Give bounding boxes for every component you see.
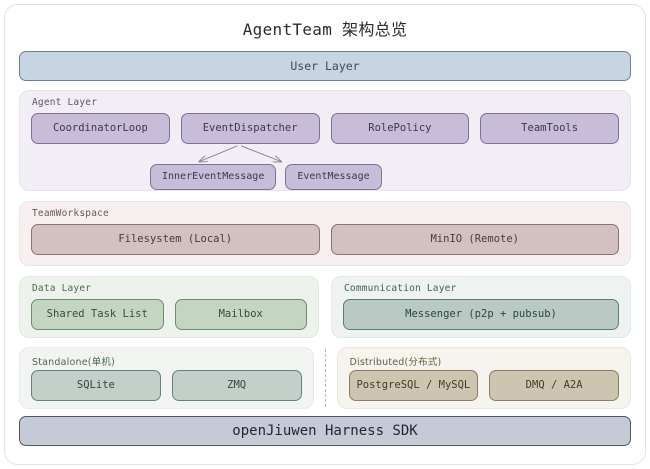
node-postgresql-mysql[interactable]: PostgreSQL / MySQL [348, 370, 479, 401]
agent-layer-title: Agent Layer [32, 97, 98, 108]
data-layer-nodes-row: Shared Task List Mailbox [20, 299, 318, 330]
diagram-frame: AgentTeam 架构总览 User Layer Agent Layer Co… [4, 4, 646, 465]
node-messenger[interactable]: Messenger (p2p + pubsub) [343, 299, 619, 330]
node-label: ZMQ [227, 379, 247, 391]
node-label: Mailbox [218, 308, 263, 320]
data-layer-title: Data Layer [32, 283, 92, 294]
node-dmq-a2a[interactable]: DMQ / A2A [489, 370, 619, 401]
agent-layer-group: Agent Layer CoordinatorLoop EventDispatc… [19, 90, 631, 191]
sdk-layer-bar[interactable]: openJiuwen Harness SDK [19, 416, 631, 446]
node-team-tools[interactable]: TeamTools [480, 113, 619, 144]
page-title: AgentTeam 架构总览 [242, 20, 408, 39]
user-layer-bar[interactable]: User Layer [19, 51, 631, 81]
node-label: RolePolicy [368, 122, 432, 134]
standalone-title: Standalone(单机) [32, 357, 115, 368]
deployment-row: Standalone(单机) SQLite ZMQ Distributed(分布… [19, 347, 631, 409]
node-minio-remote[interactable]: MinIO (Remote) [330, 224, 619, 255]
node-inner-event-message[interactable]: InnerEventMessage [150, 164, 277, 190]
node-label: DMQ / A2A [525, 379, 583, 391]
node-label: SQLite [76, 379, 115, 391]
team-workspace-nodes-row: Filesystem (Local) MinIO (Remote) [20, 224, 630, 255]
distributed-group: Distributed(分布式) PostgreSQL / MySQL DMQ … [336, 347, 631, 409]
node-zmq[interactable]: ZMQ [171, 370, 302, 401]
node-event-dispatcher[interactable]: EventDispatcher [180, 113, 320, 144]
data-communication-row: Data Layer Shared Task List Mailbox Comm… [19, 276, 631, 338]
agent-layer-nodes-row: CoordinatorLoop EventDispatcher RolePoli… [20, 113, 630, 144]
sdk-layer-label: openJiuwen Harness SDK [232, 423, 418, 439]
standalone-group: Standalone(单机) SQLite ZMQ [19, 347, 314, 409]
node-label: Shared Task List [46, 308, 148, 320]
node-label: PostgreSQL / MySQL [356, 379, 471, 391]
node-event-message[interactable]: EventMessage [285, 164, 382, 190]
node-coordinator-loop[interactable]: CoordinatorLoop [31, 113, 170, 144]
user-layer-label: User Layer [290, 59, 360, 73]
deployment-divider [324, 349, 326, 407]
agent-message-nodes-row: InnerEventMessage EventMessage [150, 164, 382, 190]
node-label: EventMessage [297, 171, 370, 182]
node-mailbox[interactable]: Mailbox [174, 299, 307, 330]
node-shared-task-list[interactable]: Shared Task List [31, 299, 164, 330]
communication-layer-title: Communication Layer [344, 283, 457, 294]
node-role-policy[interactable]: RolePolicy [330, 113, 470, 144]
node-label: TeamTools [521, 122, 579, 134]
distributed-nodes-row: PostgreSQL / MySQL DMQ / A2A [338, 370, 631, 401]
node-label: InnerEventMessage [162, 171, 265, 182]
standalone-nodes-row: SQLite ZMQ [20, 370, 313, 401]
node-label: Messenger (p2p + pubsub) [405, 308, 557, 320]
node-label: MinIO (Remote) [430, 233, 519, 245]
team-workspace-group: TeamWorkspace Filesystem (Local) MinIO (… [19, 201, 631, 266]
node-label: EventDispatcher [202, 122, 298, 134]
communication-layer-group: Communication Layer Messenger (p2p + pub… [331, 276, 631, 338]
node-label: CoordinatorLoop [52, 122, 148, 134]
node-label: Filesystem (Local) [118, 233, 233, 245]
node-filesystem-local[interactable]: Filesystem (Local) [31, 224, 320, 255]
data-layer-group: Data Layer Shared Task List Mailbox [19, 276, 319, 338]
node-sqlite[interactable]: SQLite [31, 370, 161, 401]
distributed-title: Distributed(分布式) [349, 357, 442, 368]
communication-layer-nodes-row: Messenger (p2p + pubsub) [332, 299, 630, 330]
team-workspace-title: TeamWorkspace [32, 208, 109, 219]
